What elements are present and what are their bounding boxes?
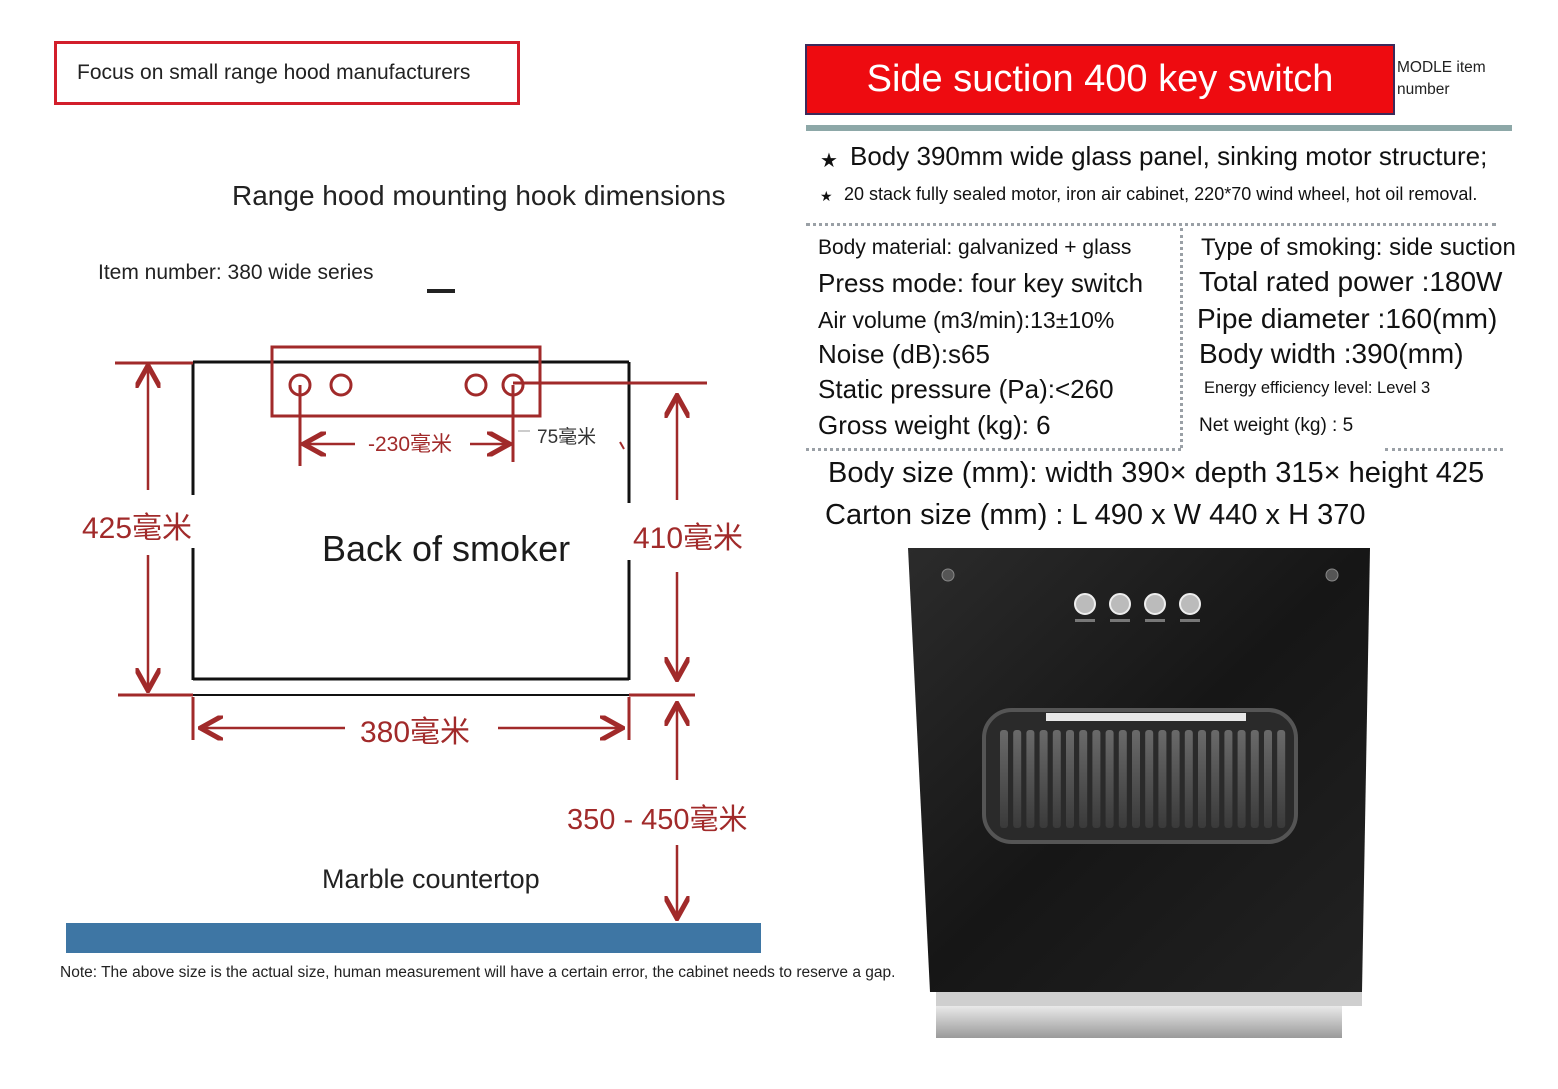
marble-countertop — [66, 923, 761, 953]
manufacturer-banner-text: Focus on small range hood manufacturers — [77, 61, 471, 84]
spec-item: Body material: galvanized + glass — [818, 236, 1132, 259]
hook-offset-dimension: 75毫米 — [537, 427, 597, 448]
grille-slat — [1264, 730, 1272, 828]
star-bullet-icon: ★ — [820, 188, 833, 204]
grille-slat — [1052, 730, 1061, 828]
specs-column-divider — [1180, 228, 1183, 448]
grille-slat — [1013, 730, 1022, 828]
grille-slat — [1171, 730, 1180, 828]
grille-slat — [1198, 730, 1206, 828]
height-dimension-left: 425毫米 — [82, 512, 193, 545]
modle-item-number-label: MODLE item number — [1397, 59, 1486, 98]
grille-slat — [1105, 730, 1114, 828]
grille-slat — [1250, 730, 1259, 828]
product-title-banner: Side suction 400 key switch — [805, 44, 1395, 115]
grille-slat — [1026, 730, 1035, 828]
spec-item: Total rated power :180W — [1199, 266, 1503, 297]
grille-slat — [1211, 730, 1220, 828]
spec-item: Gross weight (kg): 6 — [818, 410, 1051, 440]
measurement-note: Note: The above size is the actual size,… — [60, 964, 896, 981]
grille-slat — [1224, 730, 1233, 828]
knob-icon[interactable] — [1074, 593, 1096, 615]
bottom-steel-panel — [936, 1006, 1342, 1038]
countertop-label: Marble countertop — [322, 864, 540, 894]
feature-line: Body 390mm wide glass panel, sinking mot… — [850, 141, 1488, 171]
grille-slat — [1158, 730, 1167, 828]
spec-item: Static pressure (Pa):<260 — [818, 374, 1114, 404]
grille-slat — [1184, 730, 1193, 828]
grille-slat — [1118, 730, 1127, 828]
spec-item: Air volume (m3/min):13±10% — [818, 307, 1115, 333]
item-number-label: Item number: 380 wide series — [98, 261, 374, 284]
range-hood-product-image — [908, 548, 1370, 1038]
back-of-smoker-label: Back of smoker — [322, 528, 571, 569]
hook-bracket — [270, 345, 542, 418]
intake-grille — [1000, 730, 1286, 828]
grille-slat — [1066, 730, 1074, 828]
specs-top-divider — [806, 223, 1496, 226]
spec-item: Press mode: four key switch — [818, 268, 1144, 298]
manufacturer-banner: Focus on small range hood manufacturers — [54, 41, 520, 105]
grille-slat — [1145, 730, 1154, 828]
title-divider — [806, 125, 1512, 131]
hook-holes — [288, 373, 525, 397]
specs-bottom-divider-left — [806, 448, 1181, 451]
grille-slat — [1237, 730, 1246, 828]
dash-mark — [427, 289, 455, 293]
product-title: Side suction 400 key switch — [866, 58, 1334, 100]
hook-spacing-dimension: -230毫米 — [368, 433, 453, 456]
grille-slat — [1079, 730, 1088, 828]
mounting-diagram — [115, 345, 707, 930]
clearance-dimension: 350 - 450毫米 — [567, 804, 748, 836]
spec-item: Body width :390(mm) — [1199, 338, 1464, 369]
specs-bottom-divider-right — [1385, 448, 1503, 451]
hood-back-outline — [191, 360, 631, 696]
star-bullet-icon: ★ — [820, 150, 838, 172]
height-dimension-right: 410毫米 — [633, 522, 744, 555]
screw-icon — [1325, 568, 1339, 582]
knob-icon[interactable] — [1144, 593, 1166, 615]
grille-slat — [1039, 730, 1048, 828]
grille-slat — [1132, 730, 1140, 828]
spec-item: Energy efficiency level: Level 3 — [1204, 379, 1431, 397]
spec-item: Pipe diameter :160(mm) — [1197, 303, 1498, 334]
steel-trim — [936, 992, 1362, 1006]
body-size-line: Body size (mm): width 390× depth 315× he… — [828, 457, 1485, 489]
knob-icon[interactable] — [1179, 593, 1201, 615]
grille-slat — [1000, 730, 1008, 828]
spec-item: Noise (dB):s65 — [818, 339, 990, 369]
width-dimension: 380毫米 — [360, 716, 471, 749]
knob-icon[interactable] — [1109, 593, 1131, 615]
spec-item: Net weight (kg) : 5 — [1199, 415, 1354, 436]
spec-item: Type of smoking: side suction — [1201, 234, 1516, 261]
diagram-title: Range hood mounting hook dimensions — [232, 180, 726, 211]
control-knobs — [1074, 593, 1201, 622]
screw-icon — [941, 568, 955, 582]
grille-slat — [1092, 730, 1101, 828]
feature-line: 20 stack fully sealed motor, iron air ca… — [844, 184, 1478, 204]
light-strip — [1046, 713, 1246, 721]
carton-size-line: Carton size (mm) : L 490 x W 440 x H 370 — [825, 499, 1366, 531]
grille-slat — [1277, 730, 1286, 828]
